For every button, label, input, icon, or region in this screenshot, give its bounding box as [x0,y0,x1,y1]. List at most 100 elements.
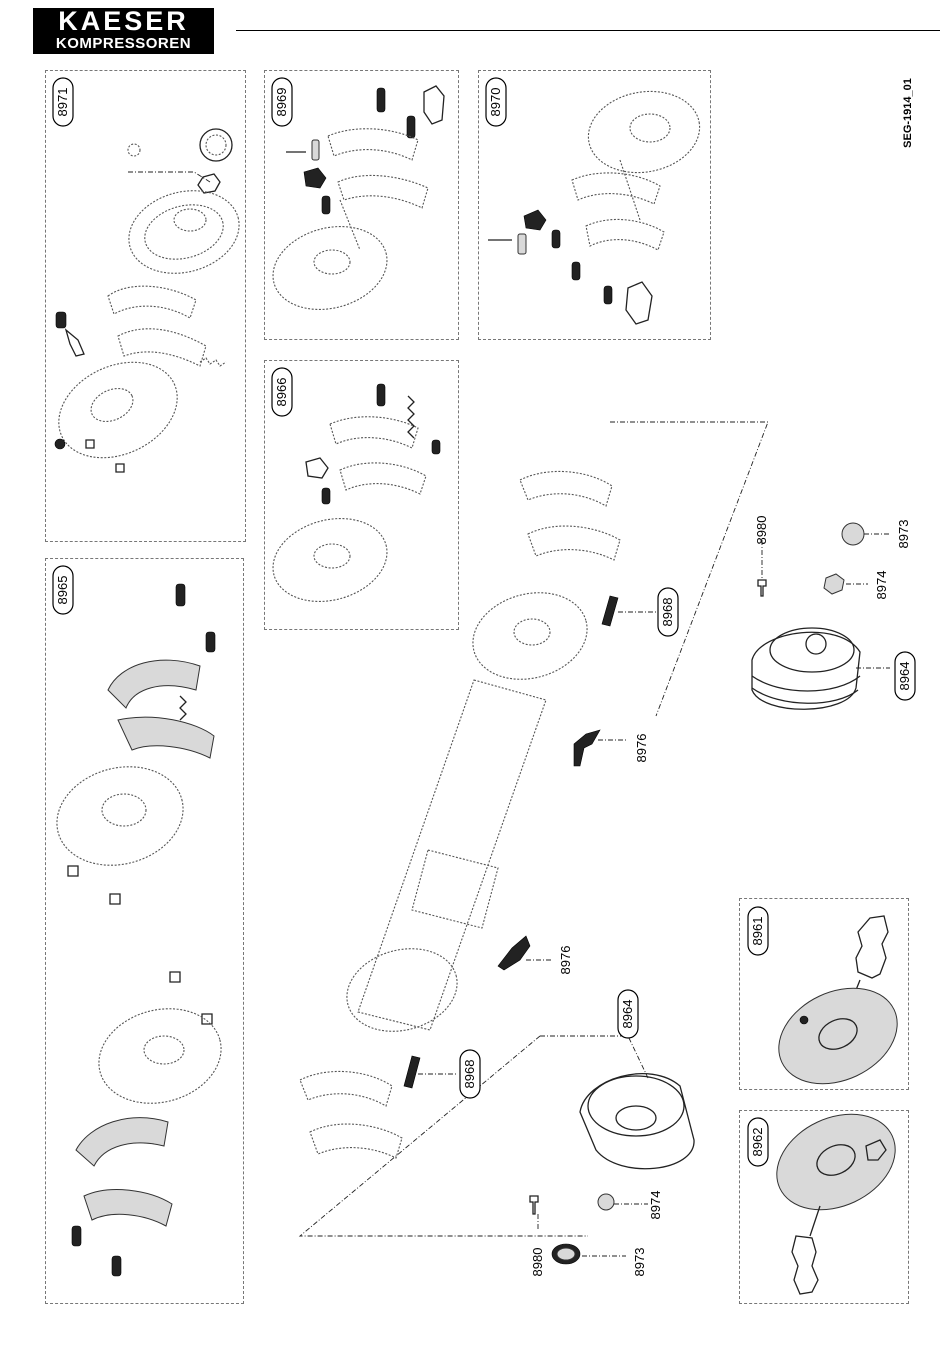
brake-shoe-upper-icon [108,660,200,708]
brake-shoe-lower-icon [340,463,426,494]
washer-icon [128,144,140,156]
rubber-plug-icon [55,439,65,449]
brake-shoe-lower-icon [118,329,206,366]
grease-cap-icon [200,129,232,161]
brake-drum-icon [120,179,249,285]
adjuster-body-icon [306,458,328,478]
retainer-clip-a [68,866,78,876]
backplate-center [314,544,350,568]
brake-backplate-icon [46,753,194,879]
sleeve-icon [312,140,319,160]
leader-8964-bot [540,1036,648,1078]
drum-hub [174,209,206,231]
return-spring-icon [180,696,186,720]
spring-8968-bot-icon [404,1056,420,1088]
callout-8974-top: 8974 [875,561,889,609]
brake-shoe-upper-icon [520,471,612,506]
panel-label-8966: 8966 [275,368,289,416]
brake-backplate-icon [463,580,597,691]
brake-shoe-upper-icon-2 [76,1118,168,1166]
retainer-clip-b [116,464,124,472]
callout-8980-top: 8980 [755,506,769,554]
brake-backplate-icon [582,83,706,181]
callout-8973-top: 8973 [897,510,911,558]
lever-icon [66,330,84,356]
nut-8974-bot-icon [598,1194,614,1210]
brake-shoe-lower-icon [338,175,428,208]
panel-label-8969: 8969 [275,78,289,126]
brake-shoe-lower-icon-2 [310,1124,402,1158]
retainer-clip-c [170,972,180,982]
bolt-8980-bot-icon [530,1196,538,1214]
lever-icon [626,282,652,324]
brake-shoe-lower-icon [586,219,664,250]
bolt-icon [377,384,385,406]
axle-stub [340,200,360,250]
spring-icon-2 [322,488,330,504]
callout-8980-bot: 8980 [531,1238,545,1286]
bolt-icon [176,584,185,606]
backplate-center-2 [144,1036,184,1064]
axle-mount-bracket [412,850,498,928]
brake-shoe-lower-icon-2 [84,1190,172,1226]
brake-backplate-icon [264,214,397,321]
bolt-8980-top-icon [758,580,766,596]
callout-8976-top: 8976 [635,724,649,772]
adjuster-clip-icon [56,312,66,328]
panel-8971-parts [43,129,248,476]
backplate-center [630,114,670,142]
panel-8962-parts [761,1096,911,1294]
brake-backplate-icon [43,344,193,476]
panel-8961-parts [763,916,913,1102]
callout-8976-mid: 8976 [559,936,573,984]
bolt-icon-2 [407,116,415,138]
spring-icon-2 [112,1256,121,1276]
drum-8964-top-rings [752,676,860,703]
stub-axle-icon-2 [792,1236,818,1294]
lever-icon [424,86,444,124]
label-tags [53,78,915,1166]
adjuster-body-icon [304,168,326,188]
backplate-8961-icon [763,970,913,1102]
callout-8968-bot: 8968 [463,1050,477,1098]
callout-8968-top: 8968 [661,588,675,636]
retainer-clip-b [110,894,120,904]
drum-8964-bot-hub [616,1106,656,1130]
backplate-center [314,250,350,274]
brake-backplate-icon-2 [338,937,467,1043]
backplate-8962-icon [761,1096,911,1228]
backplate-center [86,382,139,428]
spring-icon [432,440,440,454]
retainer-clip-a [86,440,94,448]
spring-icon [322,196,330,214]
return-spring-icon [408,396,414,438]
adjuster-8976-top-icon [574,730,600,766]
panel-8966-parts [264,384,440,614]
cap-inner-ring [206,135,226,155]
adjuster-body-icon [524,210,546,230]
cap-8973-top-icon [842,523,864,545]
panel-8965-parts [46,584,232,1276]
assembly-boundary-top [610,422,768,716]
callout-8973-bot: 8973 [633,1238,647,1286]
stub-axle-shaft-2 [810,1206,820,1236]
return-spring-icon [200,358,226,366]
leader-line [128,172,210,182]
bolt-icon-2 [604,286,612,304]
panel-label-8965: 8965 [56,566,70,614]
brake-shoe-upper-icon [330,417,418,448]
callout-8964-bot: 8964 [621,990,635,1038]
bolt-icon [377,88,385,112]
nut-8974-top-icon [824,574,844,594]
brake-backplate-icon [264,506,397,613]
callout-8964-top: 8964 [898,652,912,700]
spring-8968-top-icon [602,596,618,626]
axle-tube-icon [358,680,546,1030]
backplate-center [102,794,146,826]
assembly-boundary-bottom [300,1036,588,1236]
brake-shoe-upper-icon [328,129,418,160]
brake-drum-rim [139,197,230,268]
drum-8964-top-hub [806,634,826,654]
